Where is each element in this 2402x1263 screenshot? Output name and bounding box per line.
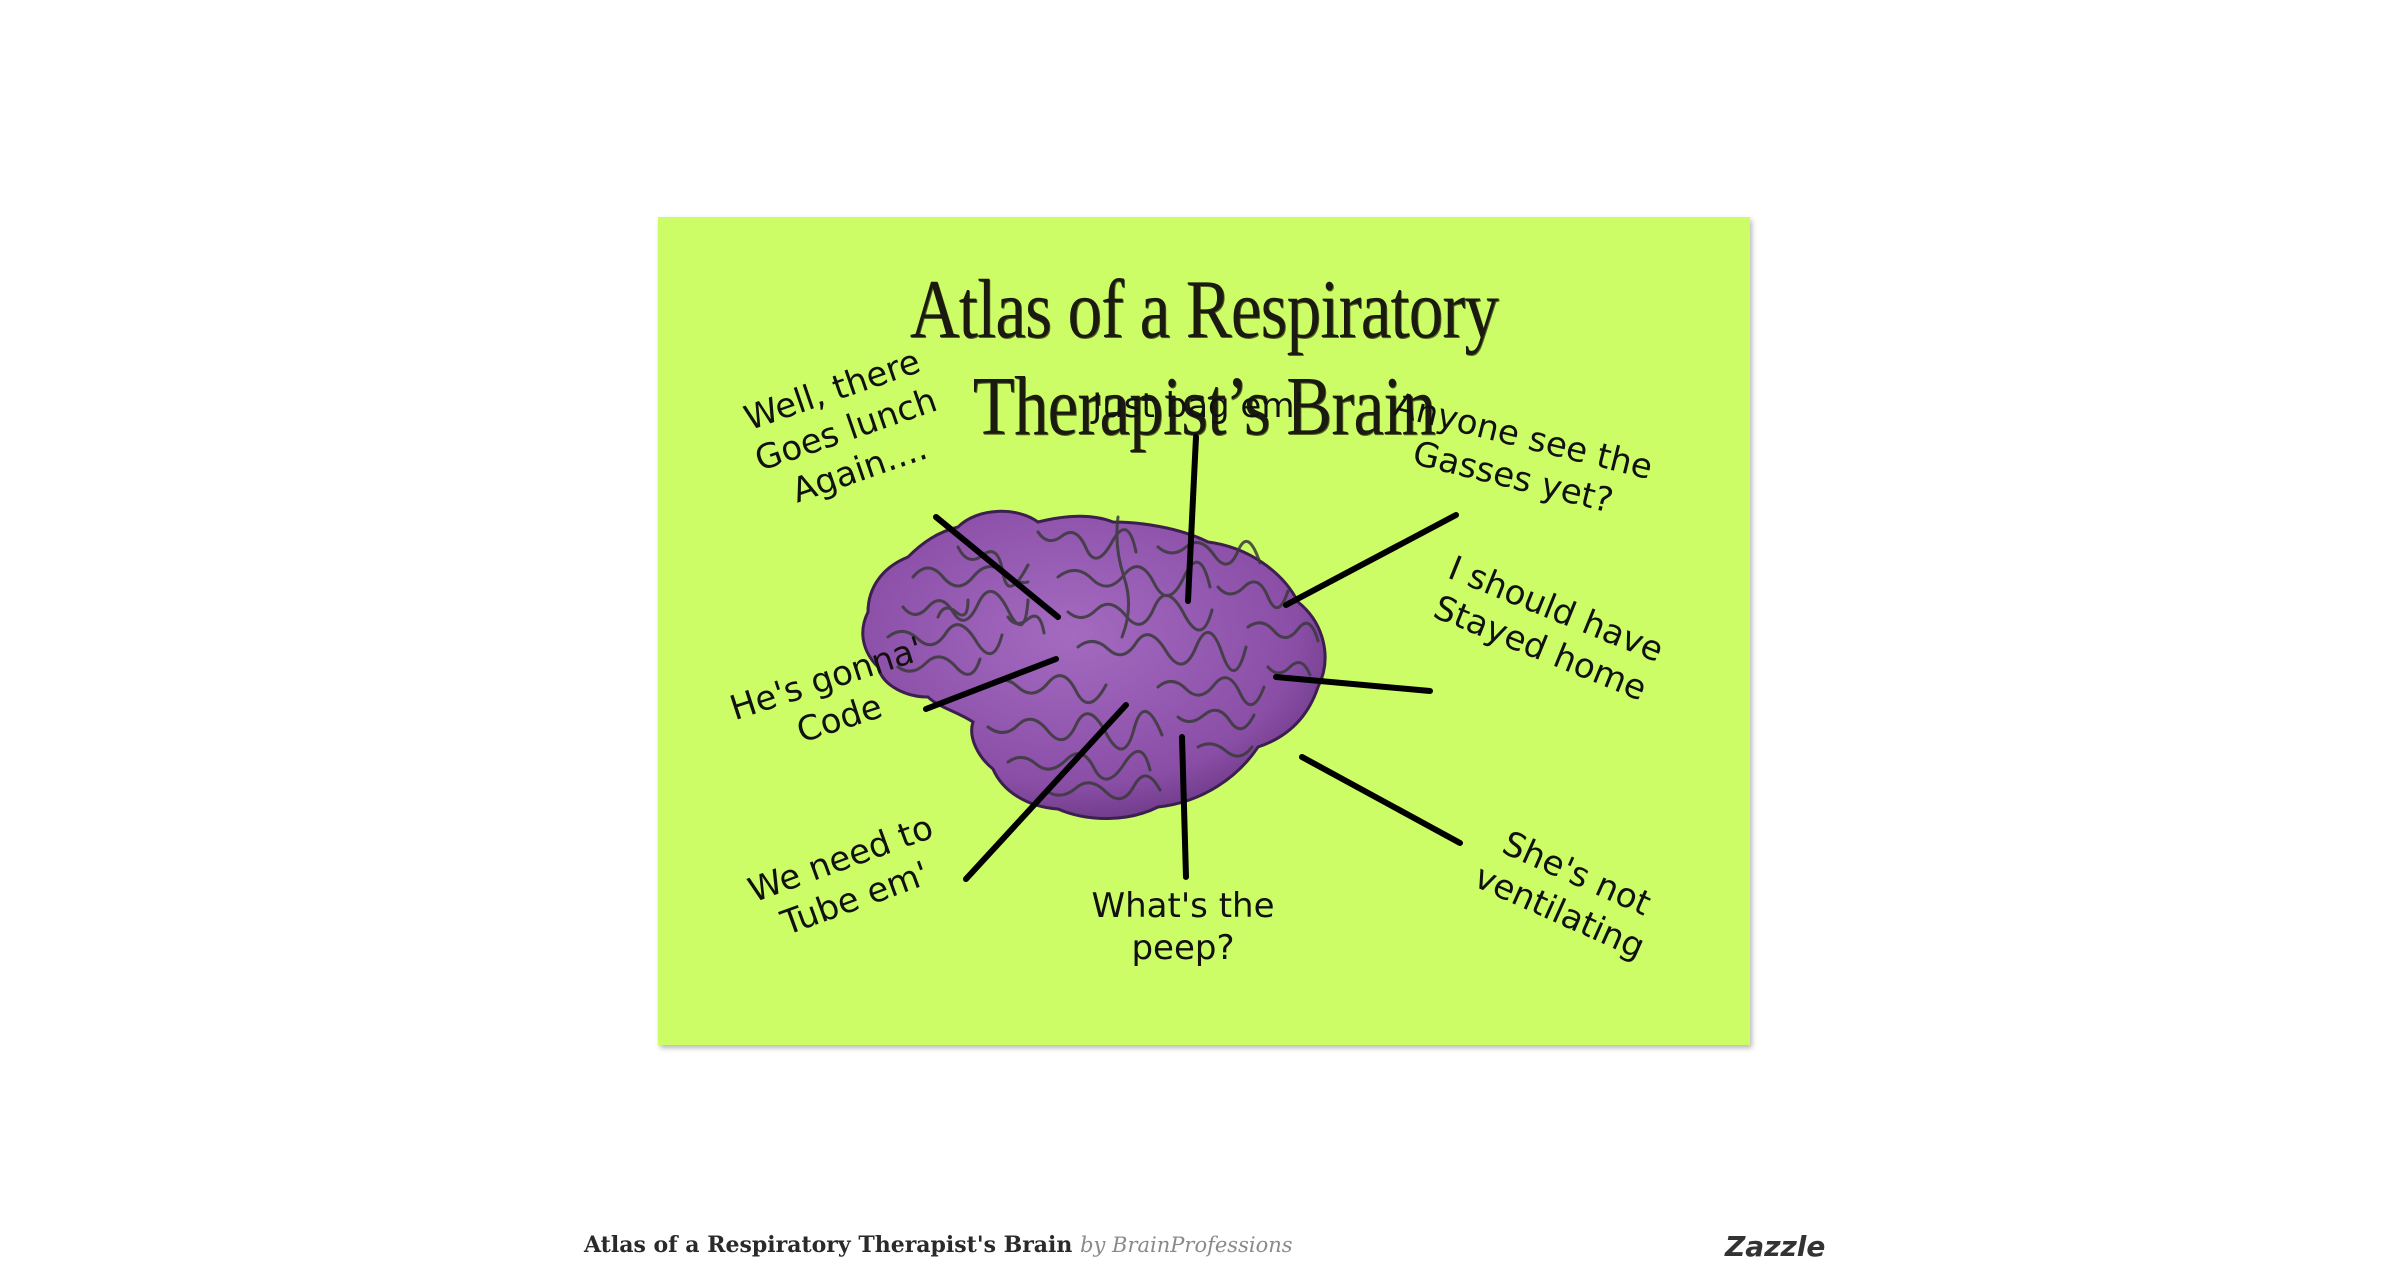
- product-image-card[interactable]: Atlas of a Respiratory Therapist’s Brain: [658, 217, 1750, 1045]
- quote-bag: Just bag em': [1092, 386, 1304, 426]
- pointer-line-peep: [1179, 734, 1189, 880]
- pointer-line-gasses: [1283, 512, 1459, 608]
- zazzle-logo[interactable]: Zazzle: [1725, 1230, 1826, 1263]
- product-title[interactable]: Atlas of a Respiratory Therapist's Brain…: [584, 1232, 1293, 1258]
- pointer-line-code: [923, 656, 1059, 712]
- brain-illustration: [861, 434, 1463, 882]
- pointer-line-ventilating: [1299, 754, 1463, 846]
- card-title: Atlas of a Respiratory Therapist’s Brain: [909, 263, 1499, 453]
- pointer-line-home: [1273, 674, 1433, 694]
- pointer-line-lunch: [933, 514, 1061, 620]
- product-title-text[interactable]: Atlas of a Respiratory Therapist's Brain: [584, 1232, 1073, 1258]
- pointer-line-bag: [1185, 434, 1199, 604]
- quote-peep: What's the peep?: [1091, 886, 1275, 968]
- pointer-line-tube: [963, 702, 1129, 882]
- designer-credit[interactable]: by BrainProfessions: [1080, 1233, 1293, 1257]
